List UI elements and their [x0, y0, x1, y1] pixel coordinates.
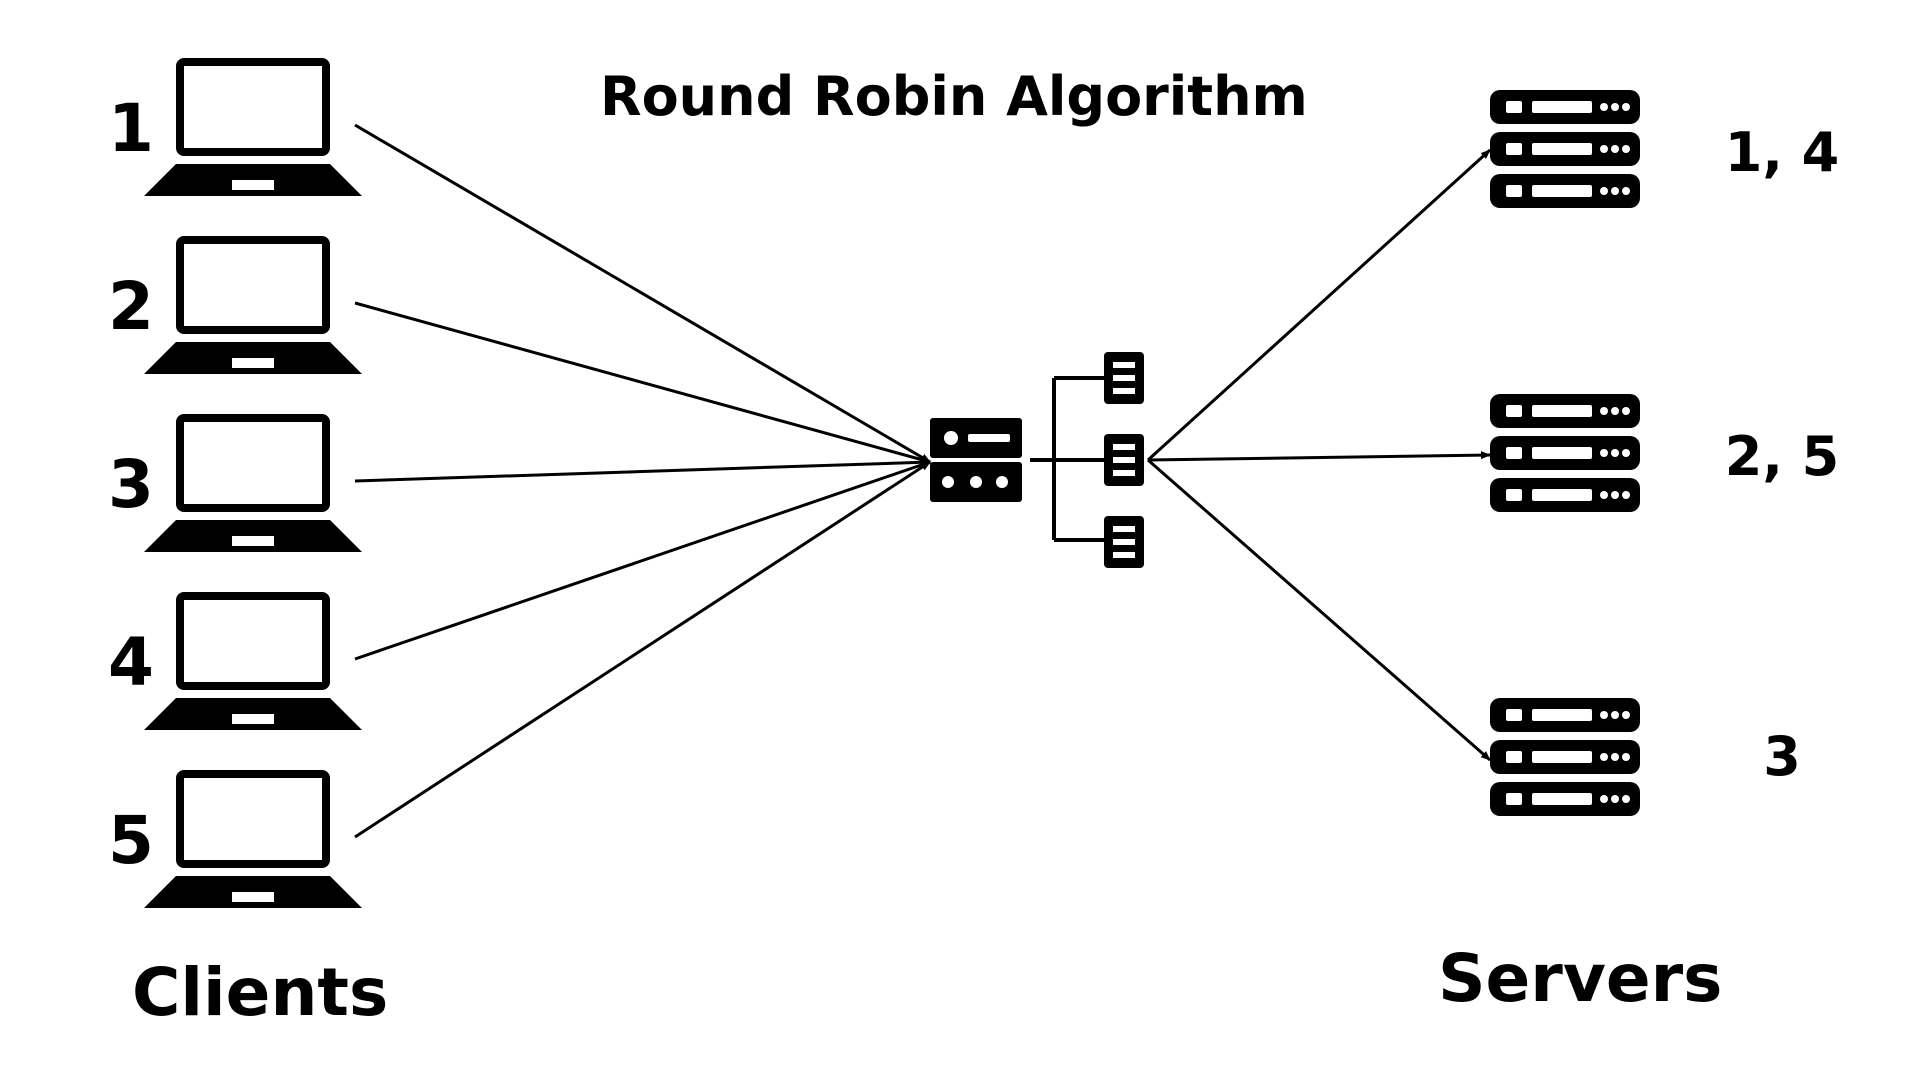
client-number-4: 4 [108, 624, 154, 701]
client-1-arrow [354, 123, 931, 464]
server-3-icon [1490, 698, 1640, 816]
diagram-title: Round Robin Algorithm [600, 65, 1308, 128]
server-2-label: 2, 5 [1724, 425, 1840, 488]
server-1-arrow [1146, 148, 1492, 462]
server-2-arrow [1147, 451, 1491, 462]
server-2-icon [1490, 394, 1640, 512]
queue-server-3-icon [1104, 516, 1144, 568]
client-2-arrow [354, 301, 931, 464]
server-1-label: 1, 4 [1724, 121, 1840, 184]
server-1-icon [1490, 90, 1640, 208]
server-3-label: 3 [1763, 725, 1801, 788]
client-3-arrow [354, 458, 931, 483]
clients-label: Clients [132, 954, 389, 1031]
queue-server-2-icon [1104, 434, 1144, 486]
client-4-arrow [354, 460, 931, 661]
distribution-tree [1030, 376, 1104, 542]
client-number-5: 5 [108, 802, 154, 879]
queue-server-1-icon [1104, 352, 1144, 404]
servers-label: Servers [1438, 940, 1723, 1017]
client-number-3: 3 [108, 446, 154, 523]
client-number-2: 2 [108, 268, 154, 345]
load-balancer-icon [930, 418, 1022, 502]
client-3-laptop-icon [144, 418, 362, 552]
client-number-1: 1 [108, 90, 154, 167]
client-4-laptop-icon [144, 596, 362, 730]
client-5-laptop-icon [144, 774, 362, 908]
server-3-arrow [1147, 458, 1491, 762]
client-1-laptop-icon [144, 62, 362, 196]
client-5-arrow [354, 460, 931, 839]
client-2-laptop-icon [144, 240, 362, 374]
